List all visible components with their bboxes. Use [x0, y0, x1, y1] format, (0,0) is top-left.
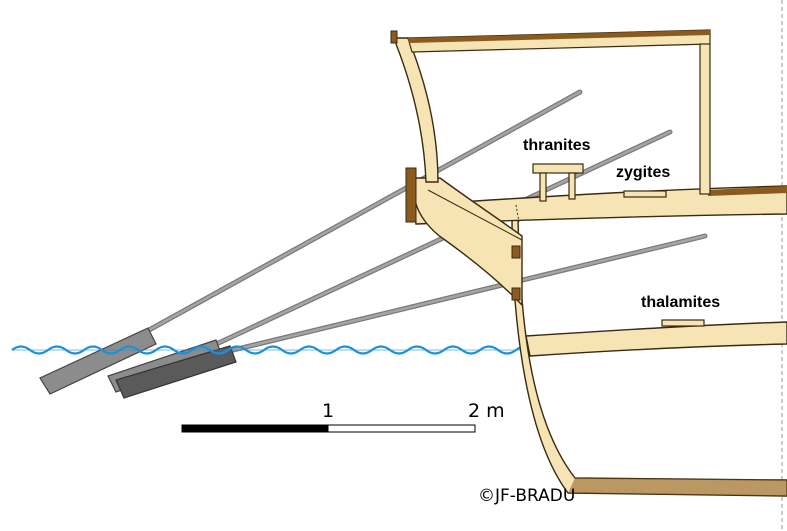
scale-label-2m: 2 m	[468, 400, 505, 422]
label-thalamites: thalamites	[641, 294, 721, 311]
outrigger	[405, 167, 523, 307]
label-zygites: zygites	[616, 164, 671, 181]
water-surface	[11, 345, 535, 355]
scale-bar	[181, 424, 476, 433]
oar-thranite	[39, 89, 583, 395]
thalamite-seat	[661, 319, 705, 327]
canopy-post	[699, 43, 711, 195]
thranite-seat	[532, 163, 584, 202]
zygite-seat	[623, 190, 667, 198]
label-thranites: thranites	[523, 137, 591, 154]
lower-wale	[525, 321, 787, 357]
hull	[511, 217, 787, 497]
scale-label-1: 1	[322, 400, 335, 422]
canopy-beam	[407, 29, 711, 53]
stanchion	[395, 37, 439, 183]
oar-thalamite	[115, 233, 708, 399]
copyright-credit: ©JF-BRADU	[478, 486, 576, 506]
upper-wale	[413, 185, 787, 225]
